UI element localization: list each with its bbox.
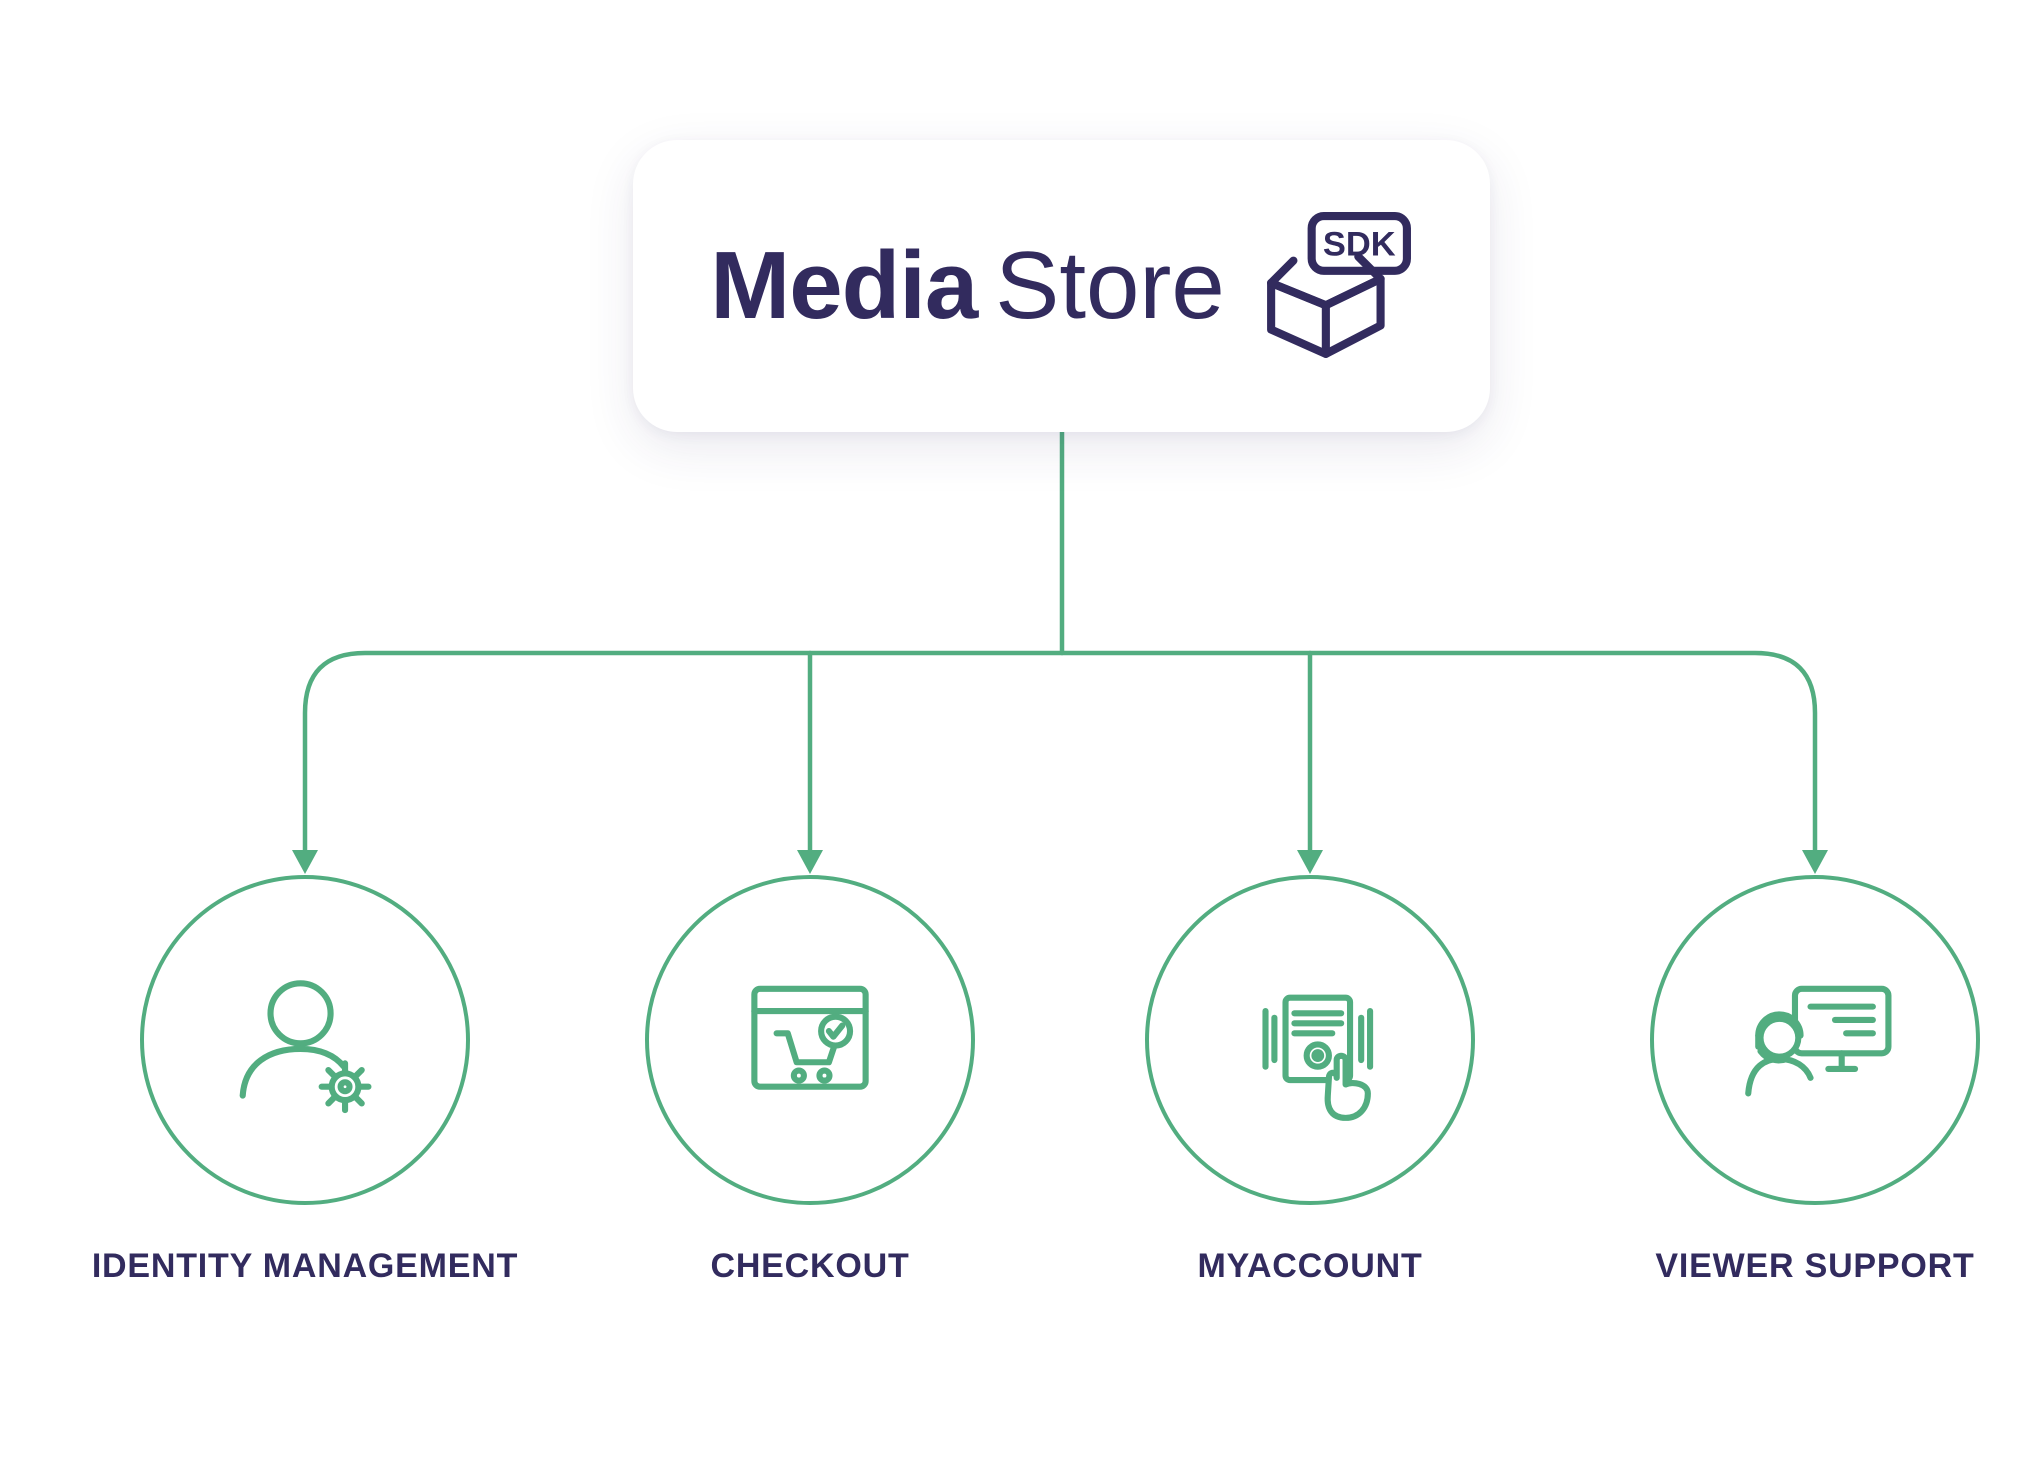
arrowhead-identity [292, 850, 318, 874]
checkout-circle [645, 875, 975, 1205]
node-label-viewer-support: VIEWER SUPPORT [1655, 1247, 1975, 1285]
identity-management-circle [140, 875, 470, 1205]
account-card-hand-icon [1262, 994, 1374, 1121]
node-label-myaccount: MYACCOUNT [1197, 1247, 1423, 1285]
node-myaccount: MYACCOUNT [1145, 875, 1475, 1295]
cart-browser-icon [751, 985, 869, 1090]
sdk-label: SDK [1323, 226, 1396, 264]
node-viewer-support: VIEWER SUPPORT [1650, 875, 1980, 1295]
arrowhead-myaccount [1297, 850, 1323, 874]
brand-store: Store [995, 232, 1225, 339]
support-agent-monitor-icon [1745, 985, 1892, 1097]
node-label-checkout: CHECKOUT [710, 1247, 910, 1285]
sdk-box-icon: SDK [1266, 212, 1411, 358]
media-store-sdk-card: Media Store SDK [633, 140, 1490, 432]
node-label-identity-management: IDENTITY MANAGEMENT [91, 1247, 519, 1285]
arrowhead-viewer-support [1802, 850, 1828, 874]
user-gear-icon [239, 980, 372, 1114]
node-identity-management: IDENTITY MANAGEMENT [92, 875, 517, 1295]
arrowhead-checkout [797, 850, 823, 874]
branch-rail [302, 650, 1818, 855]
node-checkout: CHECKOUT [645, 875, 975, 1295]
viewer-support-circle [1650, 875, 1980, 1205]
brand-media: Media [710, 232, 978, 339]
myaccount-circle [1145, 875, 1475, 1205]
brand-wordmark: Media Store [710, 231, 1225, 341]
